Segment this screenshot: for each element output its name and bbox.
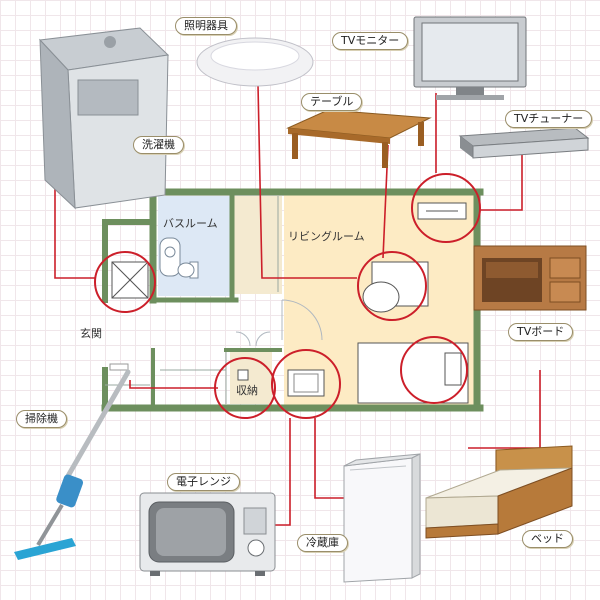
toilet-bowl-plan <box>177 262 195 278</box>
bath-drain-plan <box>164 246 176 258</box>
label-fridge: 冷蔵庫 <box>297 534 348 552</box>
fridge-illustration <box>343 453 421 583</box>
vacuum-plan-head <box>109 363 129 371</box>
vacuum-illustration <box>14 369 131 560</box>
door-arc <box>281 299 323 341</box>
storage-floor <box>230 352 272 404</box>
label-tv-board: TVボード <box>508 323 574 341</box>
label-washing-machine: 洗濯機 <box>133 136 184 154</box>
label-microwave: 電子レンジ <box>167 473 240 491</box>
room-label-entrance: 玄関 <box>80 327 102 340</box>
label-tv-tuner: TVチューナー <box>505 110 593 128</box>
washer-plan-x2 <box>111 261 149 299</box>
table-illustration <box>286 109 432 168</box>
microwave-illustration <box>139 492 276 576</box>
closet-door-arcs <box>235 331 271 347</box>
walls <box>101 188 484 412</box>
label-lighting: 照明器具 <box>175 17 237 35</box>
callout-circles <box>94 173 481 419</box>
cushion-plan <box>362 281 400 313</box>
thin-partitions <box>105 196 279 404</box>
label-table: テーブル <box>301 93 363 111</box>
tv-monitor-illustration <box>413 16 527 100</box>
storage-plan-box <box>237 369 249 381</box>
fridge-plan-inner <box>293 373 319 393</box>
washing-machine-illustration <box>38 27 170 210</box>
tv-tuner-illustration <box>458 127 590 159</box>
tv-board-illustration <box>473 245 587 311</box>
ceiling-light-illustration <box>196 37 314 87</box>
bed-illustration <box>425 445 573 539</box>
room-label-storage: 収納 <box>236 384 258 397</box>
pillow-plan <box>444 352 462 386</box>
storage-floor-top <box>234 196 282 294</box>
room-label-bathroom: バスルーム <box>163 217 218 230</box>
room-label-living: リビングルーム <box>288 230 365 243</box>
label-vacuum: 掃除機 <box>16 410 67 428</box>
label-tv-monitor: TVモニター <box>332 32 409 50</box>
label-bed: ベッド <box>522 530 573 548</box>
